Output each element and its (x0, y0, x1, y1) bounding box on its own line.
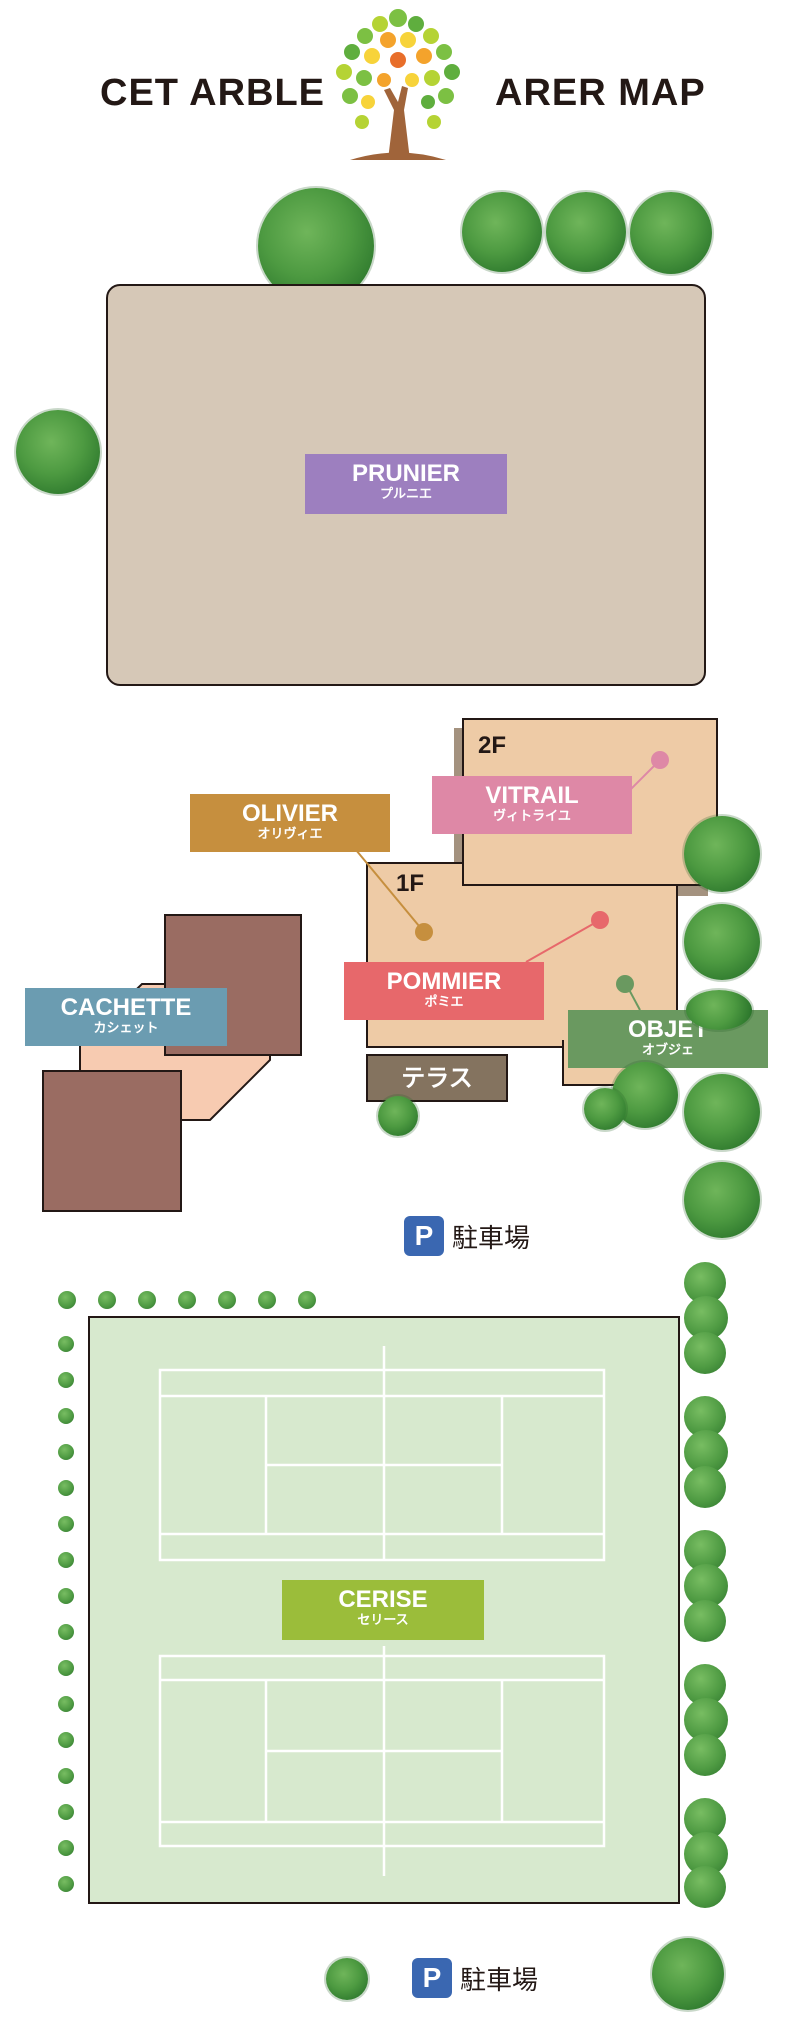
hedge-bush (58, 1876, 74, 1892)
tree (652, 1938, 724, 2010)
vitrail-label[interactable]: VITRAIL ヴィトライユ (432, 776, 632, 834)
objet-name-ja: オブジェ (641, 1043, 694, 1058)
hedge-bush (58, 1840, 74, 1856)
tree (686, 990, 752, 1030)
hedge-bush (58, 1732, 74, 1748)
hedge-bush (178, 1291, 196, 1309)
prunier-label[interactable]: PRUNIER プルニエ (305, 454, 507, 514)
tree (546, 192, 626, 272)
hedge-bush (218, 1291, 236, 1309)
hedge-bush (684, 1332, 726, 1374)
prunier-name-ja: プルニエ (379, 487, 432, 502)
cachette-name-ja: カシェット (93, 1021, 159, 1036)
hedge-bush (138, 1291, 156, 1309)
tree (630, 192, 712, 274)
cerise-name: CERISE (338, 1586, 428, 1613)
tree (326, 1958, 368, 2000)
olivier-marker (415, 923, 433, 941)
floor-label-2f: 2F (478, 732, 507, 759)
pommier-name-ja: ポミエ (424, 995, 464, 1010)
cachette-roof (42, 1070, 182, 1212)
hedge-bush (58, 1624, 74, 1640)
cerise-name-ja: セリース (357, 1613, 409, 1628)
hedge-bush (98, 1291, 116, 1309)
vitrail-name: VITRAIL (485, 782, 579, 809)
cerise-label[interactable]: CERISE セリース (282, 1580, 484, 1640)
hedge-bush (258, 1291, 276, 1309)
hedge-bush (58, 1588, 74, 1604)
hedge-bush (58, 1660, 74, 1676)
objet-label[interactable]: OBJET オブジェ (568, 1010, 768, 1068)
tree (684, 904, 760, 980)
hedge-bush (58, 1696, 74, 1712)
floor-label-1f: 1F (396, 870, 425, 897)
parking-icon: P (412, 1958, 452, 1998)
hedge-bush (58, 1408, 74, 1424)
pommier-marker (591, 911, 609, 929)
cachette-name: CACHETTE (60, 994, 192, 1021)
parking-icon: P (404, 1216, 444, 1256)
terrace[interactable]: テラス (366, 1054, 508, 1102)
title-right: ARER MAP (495, 72, 706, 114)
hedge-bush (58, 1768, 74, 1784)
pommier-name: POMMIER (386, 968, 502, 995)
hedge-bush (58, 1291, 76, 1309)
court-lines (158, 1346, 606, 1876)
tree-logo (336, 9, 460, 160)
hedge-bush (58, 1552, 74, 1568)
tree (684, 1074, 760, 1150)
title-left: CET ARBLE (100, 72, 326, 114)
olivier-label[interactable]: OLIVIER オリヴィエ (190, 794, 390, 852)
objet-marker (616, 975, 634, 993)
prunier-name: PRUNIER (351, 460, 460, 487)
cachette-label[interactable]: CACHETTE カシェット (25, 988, 227, 1046)
hedge-bush (684, 1600, 726, 1642)
tree (684, 1162, 760, 1238)
pommier-label[interactable]: POMMIER ポミエ (344, 962, 544, 1020)
parking-label: 駐車場 (452, 1223, 531, 1254)
hedge-bush (58, 1336, 74, 1352)
vitrail-marker (651, 751, 669, 769)
vitrail-name-ja: ヴィトライユ (493, 809, 571, 824)
hedge-bush (58, 1480, 74, 1496)
parking-sign: P 駐車場 (412, 1958, 538, 1998)
hedge-bush (684, 1866, 726, 1908)
hedge-bush (298, 1291, 316, 1309)
hedge-bush (58, 1444, 74, 1460)
parking-label: 駐車場 (460, 1965, 539, 1996)
hedge-bush (684, 1734, 726, 1776)
olivier-name: OLIVIER (241, 800, 338, 827)
hedge-bush (58, 1804, 74, 1820)
tree (584, 1088, 626, 1130)
hedge-bush (58, 1516, 74, 1532)
tree (16, 410, 100, 494)
hedge-bush (684, 1466, 726, 1508)
tree (684, 816, 760, 892)
parking-sign: P 駐車場 (404, 1216, 530, 1256)
olivier-name-ja: オリヴィエ (257, 827, 323, 842)
hedge-bush (58, 1372, 74, 1388)
tree (462, 192, 542, 272)
tree (378, 1096, 418, 1136)
